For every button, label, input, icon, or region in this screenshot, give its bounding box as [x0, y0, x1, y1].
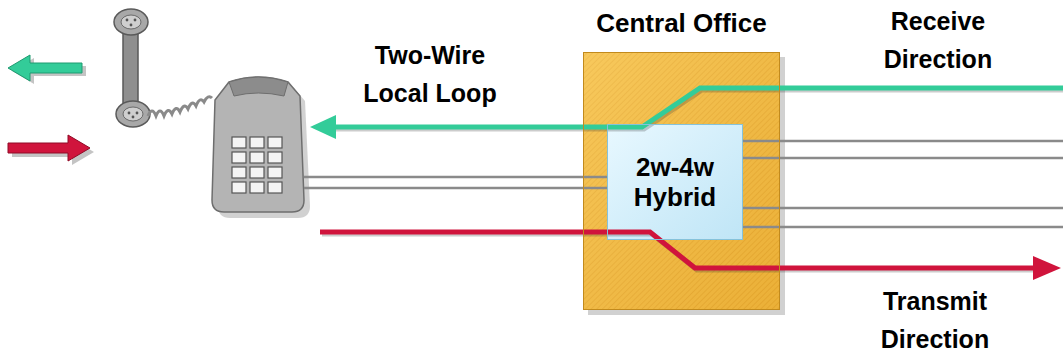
- trunk-wires: [743, 141, 1063, 227]
- direction-label: Receive Direction: [858, 2, 1018, 78]
- hybrid-box: 2w-4w Hybrid: [607, 124, 743, 240]
- telephone-handset: [114, 9, 150, 127]
- direction-label: Two-Wire Local Loop: [345, 36, 515, 112]
- direction-label: Transmit Direction: [855, 282, 1015, 358]
- box-heading: Central Office: [596, 8, 767, 38]
- box-label: 2w-4w Hybrid: [616, 152, 734, 212]
- coiled-cord: [148, 97, 212, 116]
- central-office-box: Central Office2w-4w Hybrid: [583, 52, 780, 310]
- telephone-body: [212, 77, 310, 218]
- receive-arrow-left: [8, 55, 86, 84]
- loop-wires: [304, 177, 607, 188]
- transmit-arrow-left: [8, 135, 94, 165]
